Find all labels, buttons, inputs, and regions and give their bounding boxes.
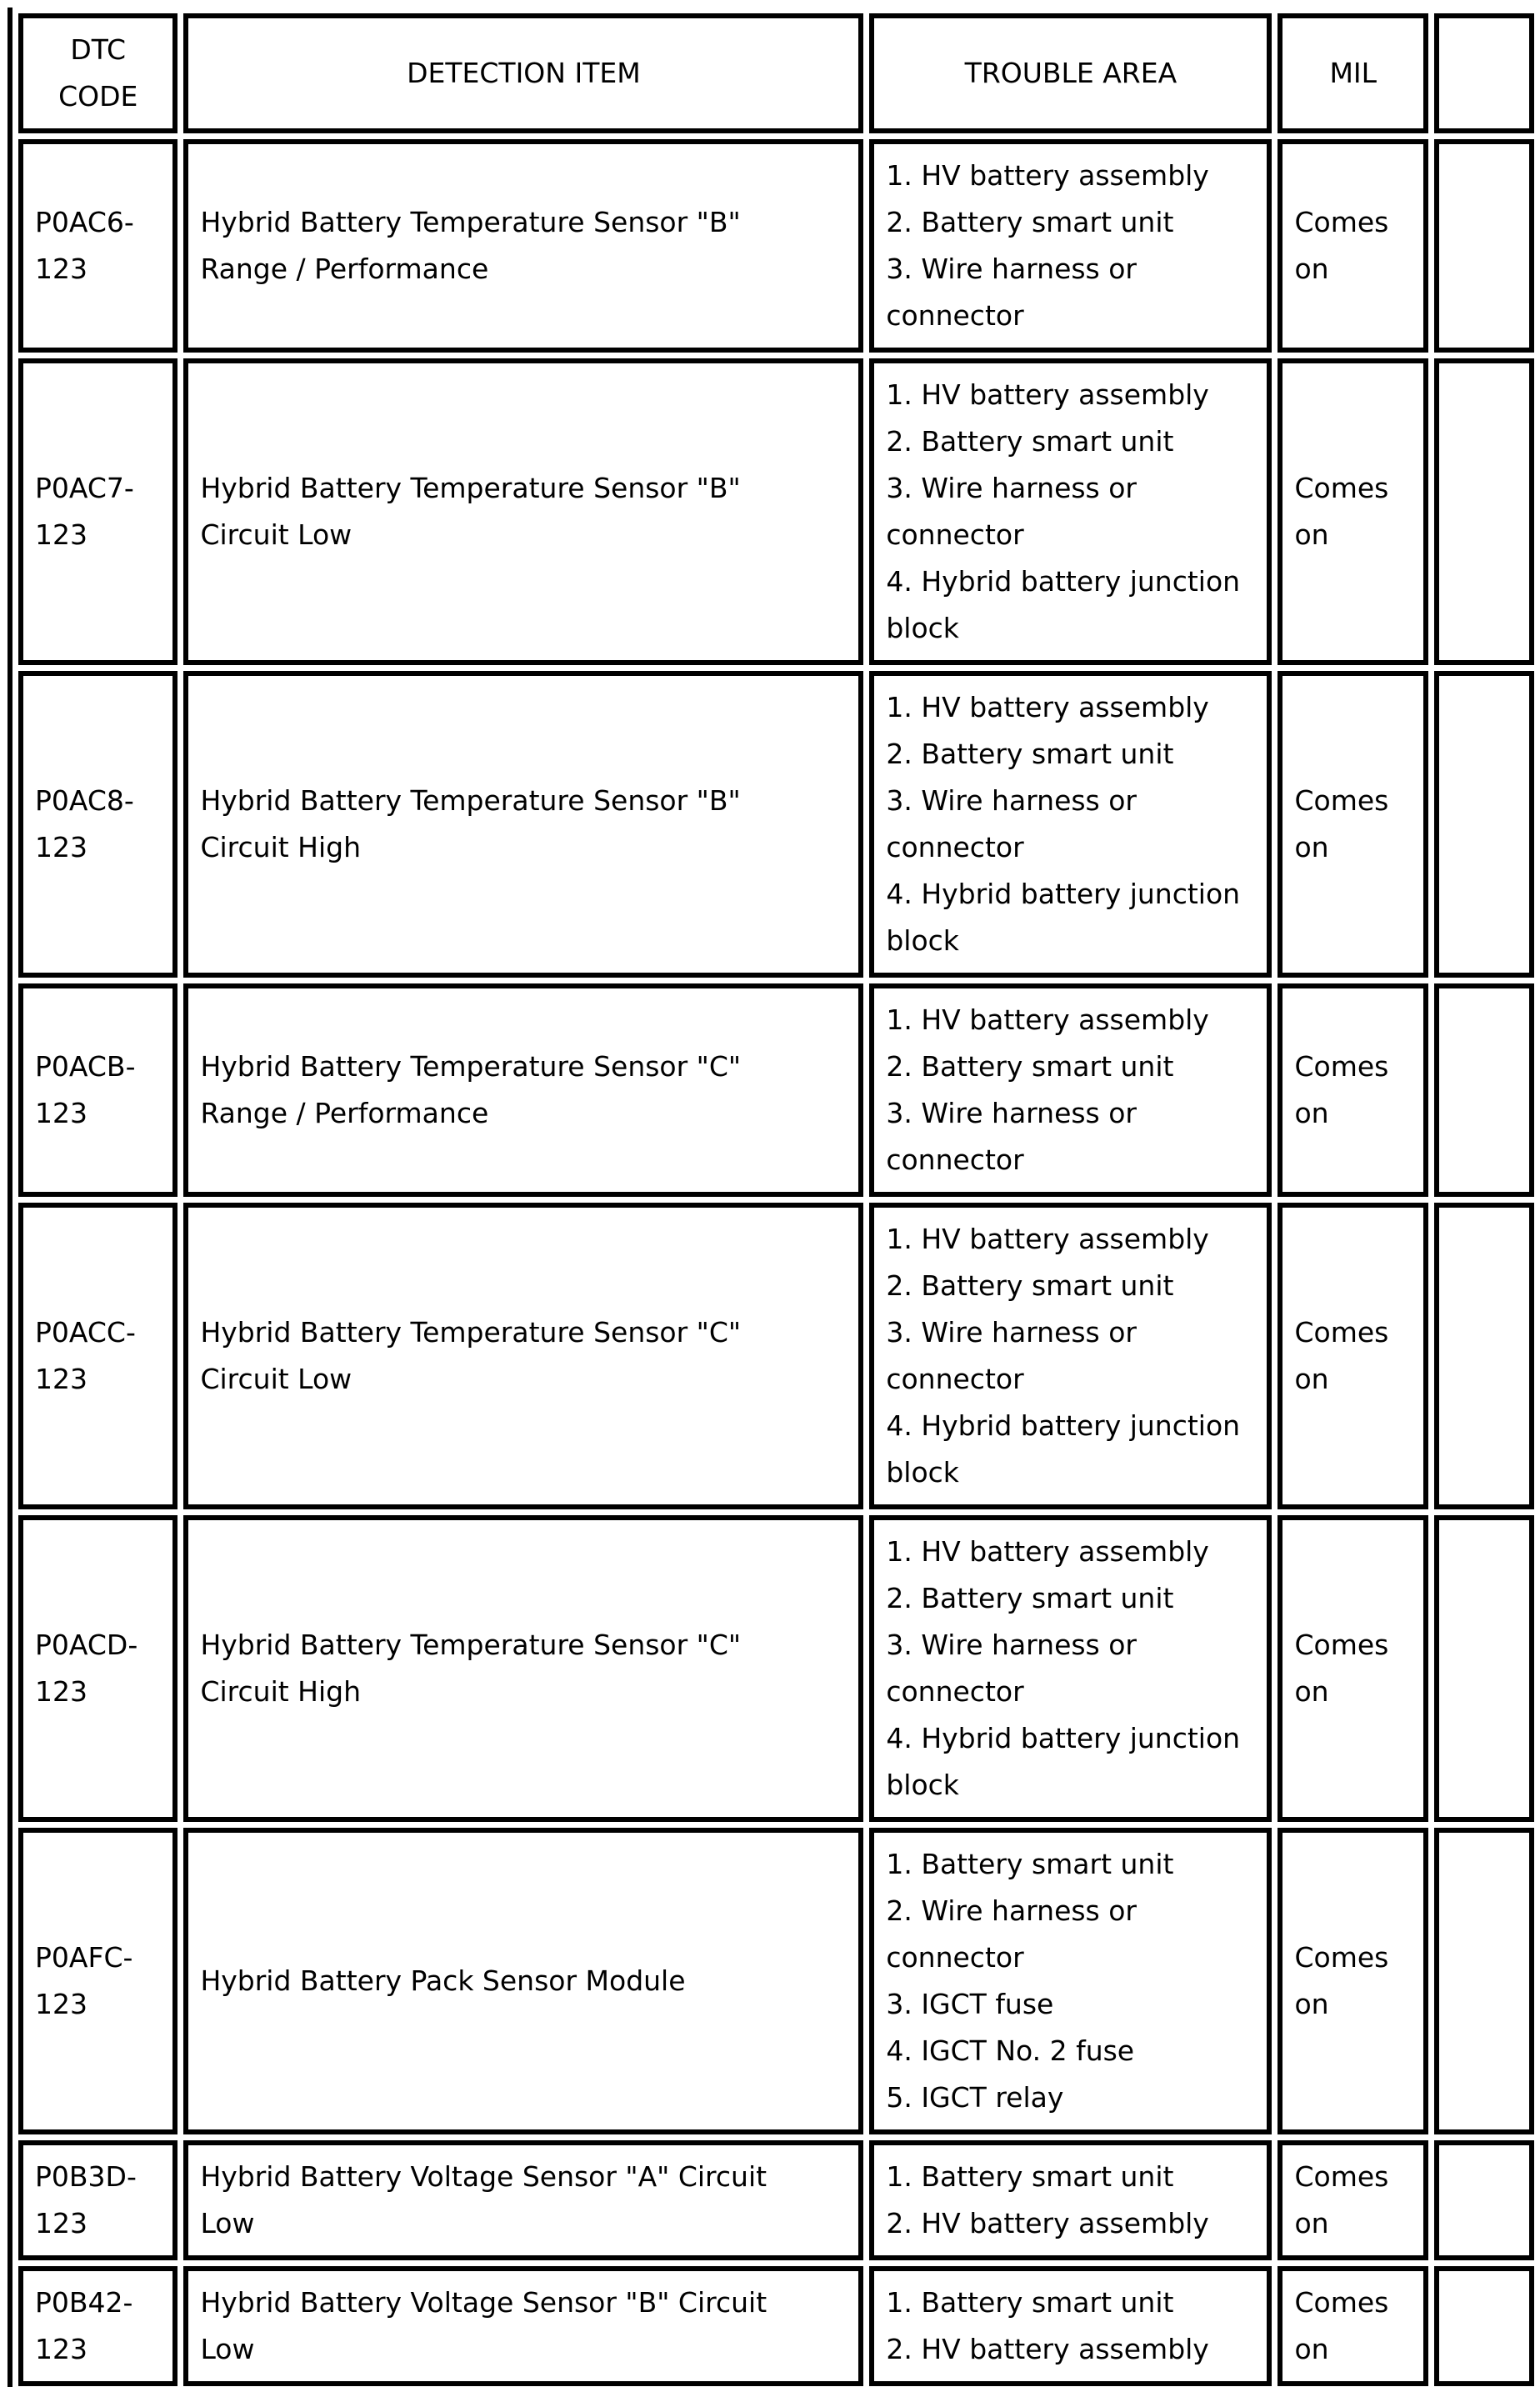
trouble-area-cell: 1. Battery smart unit 2. Wire harness or… xyxy=(869,1828,1272,2134)
detection-item-cell: Hybrid Battery Temperature Sensor "C" Ci… xyxy=(183,1515,864,1822)
column-header-detection-item: DETECTION ITEM xyxy=(183,13,864,133)
trouble-area-cell: 1. HV battery assembly 2. Battery smart … xyxy=(869,671,1272,978)
table-row: P0AFC- 123 Hybrid Battery Pack Sensor Mo… xyxy=(18,1828,1534,2134)
cutoff-cell xyxy=(1434,358,1534,665)
detection-item-cell: Hybrid Battery Pack Sensor Module xyxy=(183,1828,864,2134)
cutoff-cell xyxy=(1434,2266,1534,2386)
header-row: DTC CODE DETECTION ITEM TROUBLE AREA MIL xyxy=(18,13,1534,133)
detection-item-cell: Hybrid Battery Voltage Sensor "B" Circui… xyxy=(183,2266,864,2386)
cutoff-cell xyxy=(1434,983,1534,1197)
trouble-area-cell: 1. Battery smart unit 2. HV battery asse… xyxy=(869,2140,1272,2260)
dtc-code-cell: P0AC7- 123 xyxy=(18,358,178,665)
mil-cell: Comes on xyxy=(1278,2140,1428,2260)
column-header-dtc-code: DTC CODE xyxy=(18,13,178,133)
cutoff-cell xyxy=(1434,1828,1534,2134)
trouble-area-cell: 1. Battery smart unit 2. HV battery asse… xyxy=(869,2266,1272,2386)
table-row: P0B3D- 123 Hybrid Battery Voltage Sensor… xyxy=(18,2140,1534,2260)
table-row: P0ACD- 123 Hybrid Battery Temperature Se… xyxy=(18,1515,1534,1822)
mil-cell: Comes on xyxy=(1278,139,1428,353)
detection-item-cell: Hybrid Battery Temperature Sensor "C" Ra… xyxy=(183,983,864,1197)
dtc-code-cell: P0ACC- 123 xyxy=(18,1203,178,1509)
mil-cell: Comes on xyxy=(1278,1515,1428,1822)
mil-cell: Comes on xyxy=(1278,2266,1428,2386)
mil-cell: Comes on xyxy=(1278,358,1428,665)
cutoff-cell xyxy=(1434,1203,1534,1509)
table-row: P0B42- 123 Hybrid Battery Voltage Sensor… xyxy=(18,2266,1534,2386)
table-header: DTC CODE DETECTION ITEM TROUBLE AREA MIL xyxy=(18,13,1534,133)
detection-item-cell: Hybrid Battery Temperature Sensor "B" Ra… xyxy=(183,139,864,353)
table-body: P0AC6- 123 Hybrid Battery Temperature Se… xyxy=(18,139,1534,2386)
trouble-area-cell: 1. HV battery assembly 2. Battery smart … xyxy=(869,1515,1272,1822)
dtc-code-cell: P0ACB- 123 xyxy=(18,983,178,1197)
trouble-area-cell: 1. HV battery assembly 2. Battery smart … xyxy=(869,983,1272,1197)
detection-item-cell: Hybrid Battery Voltage Sensor "A" Circui… xyxy=(183,2140,864,2260)
trouble-area-cell: 1. HV battery assembly 2. Battery smart … xyxy=(869,358,1272,665)
table-row: P0AC6- 123 Hybrid Battery Temperature Se… xyxy=(18,139,1534,353)
column-header-cutoff xyxy=(1434,13,1534,133)
detection-item-cell: Hybrid Battery Temperature Sensor "B" Ci… xyxy=(183,671,864,978)
detection-item-cell: Hybrid Battery Temperature Sensor "B" Ci… xyxy=(183,358,864,665)
dtc-table: DTC CODE DETECTION ITEM TROUBLE AREA MIL… xyxy=(12,8,1540,2387)
trouble-area-cell: 1. HV battery assembly 2. Battery smart … xyxy=(869,139,1272,353)
detection-item-cell: Hybrid Battery Temperature Sensor "C" Ci… xyxy=(183,1203,864,1509)
table-row: P0ACC- 123 Hybrid Battery Temperature Se… xyxy=(18,1203,1534,1509)
dtc-code-cell: P0B42- 123 xyxy=(18,2266,178,2386)
mil-cell: Comes on xyxy=(1278,983,1428,1197)
cutoff-cell xyxy=(1434,1515,1534,1822)
dtc-code-cell: P0AC6- 123 xyxy=(18,139,178,353)
table-row: P0AC7- 123 Hybrid Battery Temperature Se… xyxy=(18,358,1534,665)
table-outer-border xyxy=(8,8,12,2387)
trouble-area-cell: 1. HV battery assembly 2. Battery smart … xyxy=(869,1203,1272,1509)
mil-cell: Comes on xyxy=(1278,671,1428,978)
dtc-code-cell: P0AFC- 123 xyxy=(18,1828,178,2134)
cutoff-cell xyxy=(1434,671,1534,978)
table-row: P0AC8- 123 Hybrid Battery Temperature Se… xyxy=(18,671,1534,978)
column-header-mil: MIL xyxy=(1278,13,1428,133)
cutoff-cell xyxy=(1434,2140,1534,2260)
cutoff-cell xyxy=(1434,139,1534,353)
dtc-code-cell: P0B3D- 123 xyxy=(18,2140,178,2260)
mil-cell: Comes on xyxy=(1278,1203,1428,1509)
table-row: P0ACB- 123 Hybrid Battery Temperature Se… xyxy=(18,983,1534,1197)
dtc-code-cell: P0ACD- 123 xyxy=(18,1515,178,1822)
mil-cell: Comes on xyxy=(1278,1828,1428,2134)
column-header-trouble-area: TROUBLE AREA xyxy=(869,13,1272,133)
dtc-code-cell: P0AC8- 123 xyxy=(18,671,178,978)
